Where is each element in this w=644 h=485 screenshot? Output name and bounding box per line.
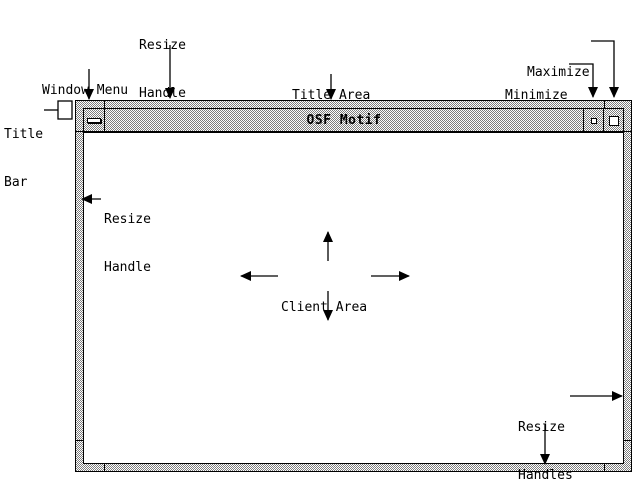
label-minimize: Minimize <box>505 56 568 136</box>
label-line: Bar <box>4 175 28 190</box>
label-window-menu: Window Menu <box>42 51 128 131</box>
frame-notch <box>104 464 105 471</box>
frame-notch <box>604 101 605 108</box>
title-bar[interactable]: OSF Motif <box>83 108 624 132</box>
frame-notch <box>604 464 605 471</box>
label-resize-handle-left: Resize Handle <box>104 180 151 308</box>
client-area[interactable] <box>83 132 624 464</box>
label-client-area: Client Area <box>281 268 367 348</box>
label-line: Resize <box>518 420 565 435</box>
label-line: Window Menu <box>42 83 129 98</box>
frame-notch <box>104 101 105 108</box>
label-line: Resize <box>139 38 186 53</box>
frame-notch <box>624 440 631 441</box>
label-resize-handles: Resize Handles <box>518 388 573 485</box>
label-line: Resize <box>104 212 151 227</box>
label-line: Maximize <box>527 65 590 80</box>
window-menu-button[interactable] <box>84 109 105 131</box>
minimize-button[interactable] <box>583 109 603 131</box>
window-menu-icon <box>87 118 101 123</box>
connector-maximize <box>591 40 619 98</box>
frame-notch <box>76 131 83 132</box>
label-line: Minimize <box>505 88 568 103</box>
window-title: OSF Motif <box>306 112 382 128</box>
maximize-button[interactable] <box>603 109 623 131</box>
label-line: Handle <box>104 260 151 275</box>
label-line: Handles <box>518 468 573 483</box>
window-frame[interactable]: OSF Motif <box>75 100 632 472</box>
title-area[interactable]: OSF Motif <box>105 109 583 131</box>
label-title-area: Title Area <box>292 56 370 136</box>
frame-notch <box>624 131 631 132</box>
minimize-icon <box>591 118 597 124</box>
label-line: Client Area <box>281 300 368 315</box>
label-line: Handle <box>139 86 186 101</box>
label-line: Title <box>4 127 44 142</box>
label-title-bar: Title Bar <box>4 95 43 223</box>
label-line: Title Area <box>292 88 371 103</box>
frame-notch <box>76 440 83 441</box>
label-resize-handle-top: Resize Handle <box>139 6 186 134</box>
label-maximize: Maximize <box>527 33 590 113</box>
maximize-icon <box>609 116 619 126</box>
